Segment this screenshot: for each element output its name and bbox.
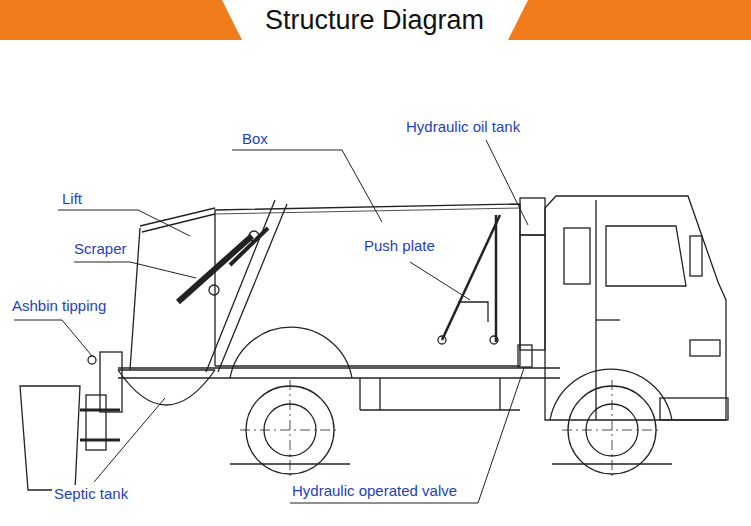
title-banner: [0, 0, 751, 40]
box-label: Box: [240, 130, 270, 148]
scraper-label: Scraper: [72, 240, 129, 258]
septic-tank-label: Septic tank: [52, 485, 130, 503]
truck-lines: [20, 196, 728, 490]
diagram-title: Structure Diagram: [265, 4, 484, 36]
valve-label: Hydraulic operated valve: [290, 482, 459, 500]
push-plate-label: Push plate: [362, 237, 437, 255]
lift-label: Lift: [60, 190, 84, 208]
oil-tank-label: Hydraulic oil tank: [404, 118, 522, 136]
title-plate: [222, 0, 528, 40]
leader-lines: [14, 140, 528, 503]
ashbin-label: Ashbin tipping: [10, 297, 108, 315]
